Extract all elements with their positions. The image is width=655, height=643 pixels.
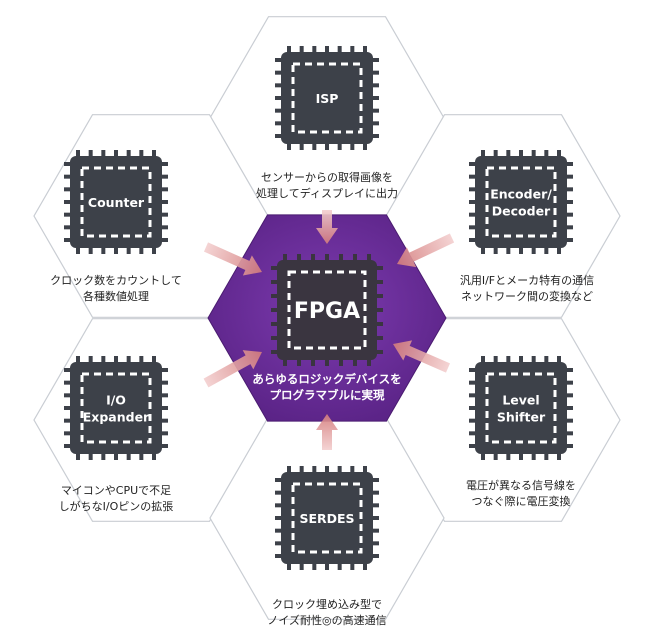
level-chip-label: Level: [502, 393, 539, 408]
fpga-caption: あらゆるロジックデバイスを: [252, 372, 401, 386]
encoder-chip-icon: [469, 150, 573, 254]
isp-chip-label: ISP: [316, 91, 339, 106]
io-chip-label: Expander: [83, 410, 150, 425]
serdes-caption: ノイズ耐性◎の高速通信: [267, 613, 386, 627]
isp-caption: 処理してディスプレイに出力: [256, 186, 398, 200]
io-caption: マイコンやCPUで不足: [61, 484, 171, 497]
encoder-caption: 汎用I/Fとメーカ特有の通信: [460, 273, 594, 287]
encoder-chip-label: Decoder: [492, 204, 551, 219]
encoder-chip-label: Encoder/: [490, 187, 552, 202]
arrow-isp-to-fpga: [316, 210, 338, 244]
arrow-encoder-to-fpga: [397, 233, 455, 268]
level-chip-label: Shifter: [497, 410, 546, 425]
io-caption: しがちなI/Oピンの拡張: [59, 499, 174, 513]
counter-caption: クロック数をカウントして: [50, 274, 182, 287]
counter-chip-label: Counter: [88, 195, 145, 210]
fpga-chip-icon: [271, 254, 383, 366]
arrow-io-to-fpga: [203, 350, 262, 388]
counter-chip-icon: [64, 150, 168, 254]
isp-caption: センサーからの取得画像を: [261, 171, 393, 184]
io-chip-icon: [64, 356, 168, 460]
fpga-title: FPGA: [294, 299, 360, 324]
serdes-chip-icon: [275, 466, 379, 570]
arrow-level-to-fpga: [393, 340, 450, 373]
arrow-serdes-to-fpga: [316, 414, 338, 450]
fpga-caption: プログラマブルに実現: [270, 388, 385, 402]
serdes-chip-label: SERDES: [299, 511, 354, 526]
level-caption: つなぐ際に電圧変換: [472, 494, 571, 508]
encoder-caption: ネットワーク間の変換など: [461, 289, 593, 303]
counter-caption: 各種数値処理: [83, 289, 149, 303]
serdes-caption: クロック埋め込み型で: [272, 597, 382, 611]
level-chip-icon: [469, 356, 573, 460]
isp-chip-icon: [275, 46, 379, 150]
level-caption: 電圧が異なる信号線を: [466, 478, 576, 492]
arrow-counter-to-fpga: [203, 242, 263, 276]
io-chip-label: I/O: [106, 393, 126, 408]
